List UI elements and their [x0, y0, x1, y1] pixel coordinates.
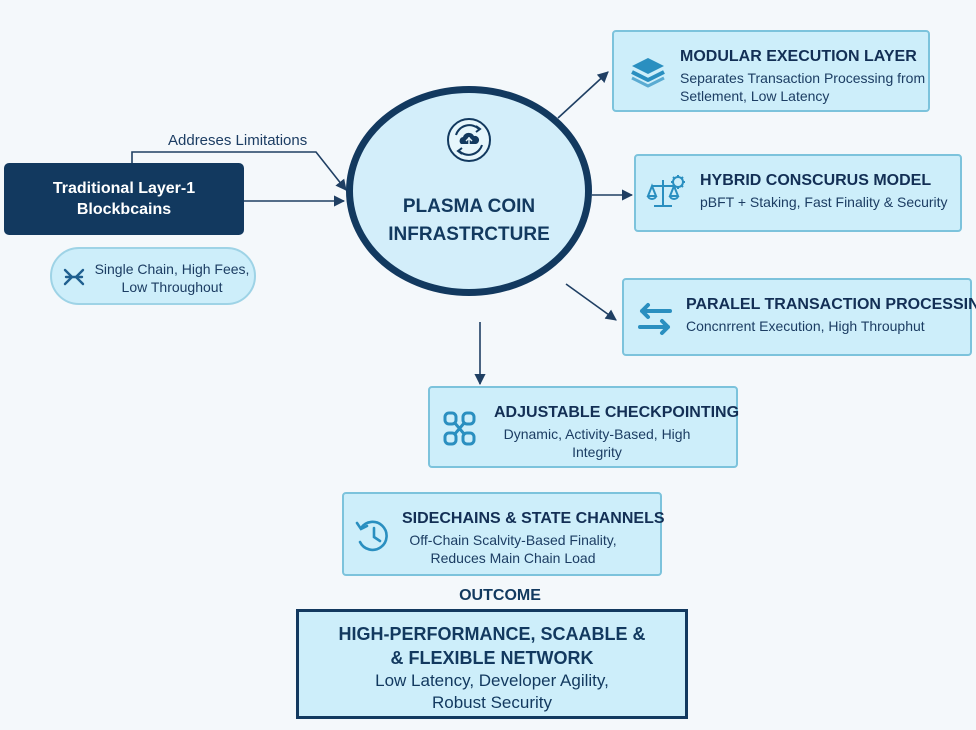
parallel-arrows-icon	[636, 302, 674, 341]
sidechains-desc: Off-Chain Scalvity-Based Finality, Reduc…	[409, 532, 617, 566]
legacy-layer1-box: Traditional Layer-1 Blockbcains	[4, 163, 244, 235]
parallel-title: PARALEL TRANSACTION PROCESSING	[686, 296, 976, 313]
scale-gear-icon	[646, 174, 688, 217]
chain-link-icon	[442, 410, 478, 453]
hybrid-consensus-box: HYBRID CONSCURUS MODEL pBFT + Staking, F…	[634, 154, 962, 232]
modular-execution-layer-box: MODULAR EXECUTION LAYER Separates Transa…	[612, 30, 930, 112]
arrow-hub-to-modular	[557, 71, 609, 119]
cloud-cycle-icon	[446, 117, 492, 168]
limitations-pill: Single Chain, High Fees, Low Throughout	[50, 247, 256, 305]
limitations-text: Single Chain, High Fees, Low Throughout	[94, 261, 250, 295]
arrow-limitations	[131, 151, 347, 191]
adjustable-checkpointing-box: ADJUSTABLE CHECKPOINTING Dynamic, Activi…	[428, 386, 740, 468]
plasma-hub-circle: PLASMA COIN INFRASTRCTURE	[346, 86, 592, 296]
parallel-processing-box: PARALEL TRANSACTION PROCESSING Concnrren…	[622, 278, 976, 356]
checkpointing-desc: Dynamic, Activity-Based, High Integrity	[503, 426, 691, 460]
edge-label: Addreses Limitations	[168, 132, 308, 149]
clock-refresh-icon	[354, 518, 392, 559]
checkpointing-title: ADJUSTABLE CHECKPOINTING	[494, 404, 740, 421]
outcome-title-line2: & FLEXIBLE NETWORK	[390, 648, 594, 668]
broken-link-icon	[62, 266, 86, 293]
legacy-title-line1: Traditional Layer-1	[52, 180, 196, 197]
hybrid-desc: pBFT + Staking, Fast Finality & Security	[700, 194, 948, 210]
outcome-box: HIGH-PERFORMANCE, SCAABLE & & FLEXIBLE N…	[296, 609, 688, 719]
layers-icon	[628, 54, 668, 95]
hub-title-line1: PLASMA COIN	[402, 196, 536, 217]
outcome-label: OUTCOME	[459, 587, 541, 604]
parallel-desc: Concnrrent Execution, High Throuphut	[686, 318, 925, 334]
sidechains-state-channels-box: SIDECHAINS & STATE CHANNELS Off-Chain Sc…	[342, 492, 665, 576]
outcome-title-line1: HIGH-PERFORMANCE, SCAABLE &	[338, 624, 646, 644]
sidechains-title: SIDECHAINS & STATE CHANNELS	[402, 510, 665, 527]
hybrid-title: HYBRID CONSCURUS MODEL	[700, 172, 932, 189]
legacy-title-line2: Blockbcains	[76, 201, 172, 218]
arrow-hub-to-parallel	[565, 283, 617, 321]
hub-title-line2: INFRASTRCTURE	[388, 224, 550, 245]
outcome-desc-line2: Robust Security	[432, 693, 552, 712]
modular-desc: Separates Transaction Processing from Se…	[680, 70, 926, 104]
outcome-desc-line1: Low Latency, Developer Agility,	[375, 671, 609, 690]
modular-title: MODULAR EXECUTION LAYER	[680, 48, 917, 65]
